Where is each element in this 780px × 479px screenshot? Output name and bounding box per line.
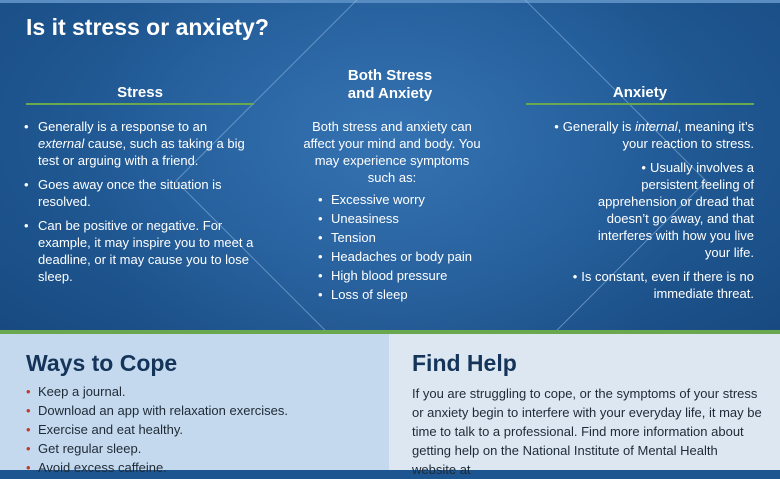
list-item: Get regular sleep. <box>26 439 376 458</box>
page-title: Is it stress or anxiety? <box>26 14 269 40</box>
list-item: Uneasiness <box>318 209 498 228</box>
list-item: Headaches or body pain <box>318 247 498 266</box>
list-item: Goes away once the situation is resolved… <box>24 176 254 210</box>
help-text: If you are struggling to cope, or the sy… <box>412 386 762 477</box>
list-item: High blood pressure <box>318 266 498 285</box>
list-item: Loss of sleep <box>318 285 498 304</box>
list-item: •Generally is internal, meaning it’s you… <box>554 119 754 151</box>
cope-heading: Ways to Cope <box>26 350 178 376</box>
stress-list: Generally is a response to an external c… <box>24 118 254 292</box>
list-item: Avoid excess caffeine. <box>26 458 376 477</box>
list-item: •Is constant, even if there is no immedi… <box>572 269 754 301</box>
stress-heading: Stress <box>117 84 163 101</box>
anxiety-list: •Generally is internal, meaning it’s you… <box>548 118 754 309</box>
both-intro: Both stress and anxiety can affect your … <box>303 119 481 185</box>
list-item: Tension <box>318 228 498 247</box>
help-panel <box>389 334 780 470</box>
list-item: Generally is a response to an external c… <box>24 118 254 169</box>
top-border <box>0 0 780 3</box>
section-divider <box>0 330 780 334</box>
list-item: •Usually involves a persistent feeling o… <box>597 160 754 260</box>
list-item: Keep a journal. <box>26 382 376 401</box>
cope-list: Keep a journal. Download an app with rel… <box>26 382 376 477</box>
both-heading: Both Stress and Anxiety <box>347 67 433 102</box>
help-heading: Find Help <box>412 350 517 376</box>
list-item: Can be positive or negative. For example… <box>24 217 254 285</box>
list-item: Download an app with relaxation exercise… <box>26 401 376 420</box>
anxiety-divider <box>526 103 754 105</box>
list-item: Exercise and eat healthy. <box>26 420 376 439</box>
comparison-section: Is it stress or anxiety? Stress Generall… <box>0 0 780 330</box>
stress-divider <box>26 103 254 105</box>
list-item: Excessive worry <box>318 190 498 209</box>
symptom-list: Excessive worry Uneasiness Tension Heada… <box>318 190 498 304</box>
anxiety-heading: Anxiety <box>612 84 668 101</box>
